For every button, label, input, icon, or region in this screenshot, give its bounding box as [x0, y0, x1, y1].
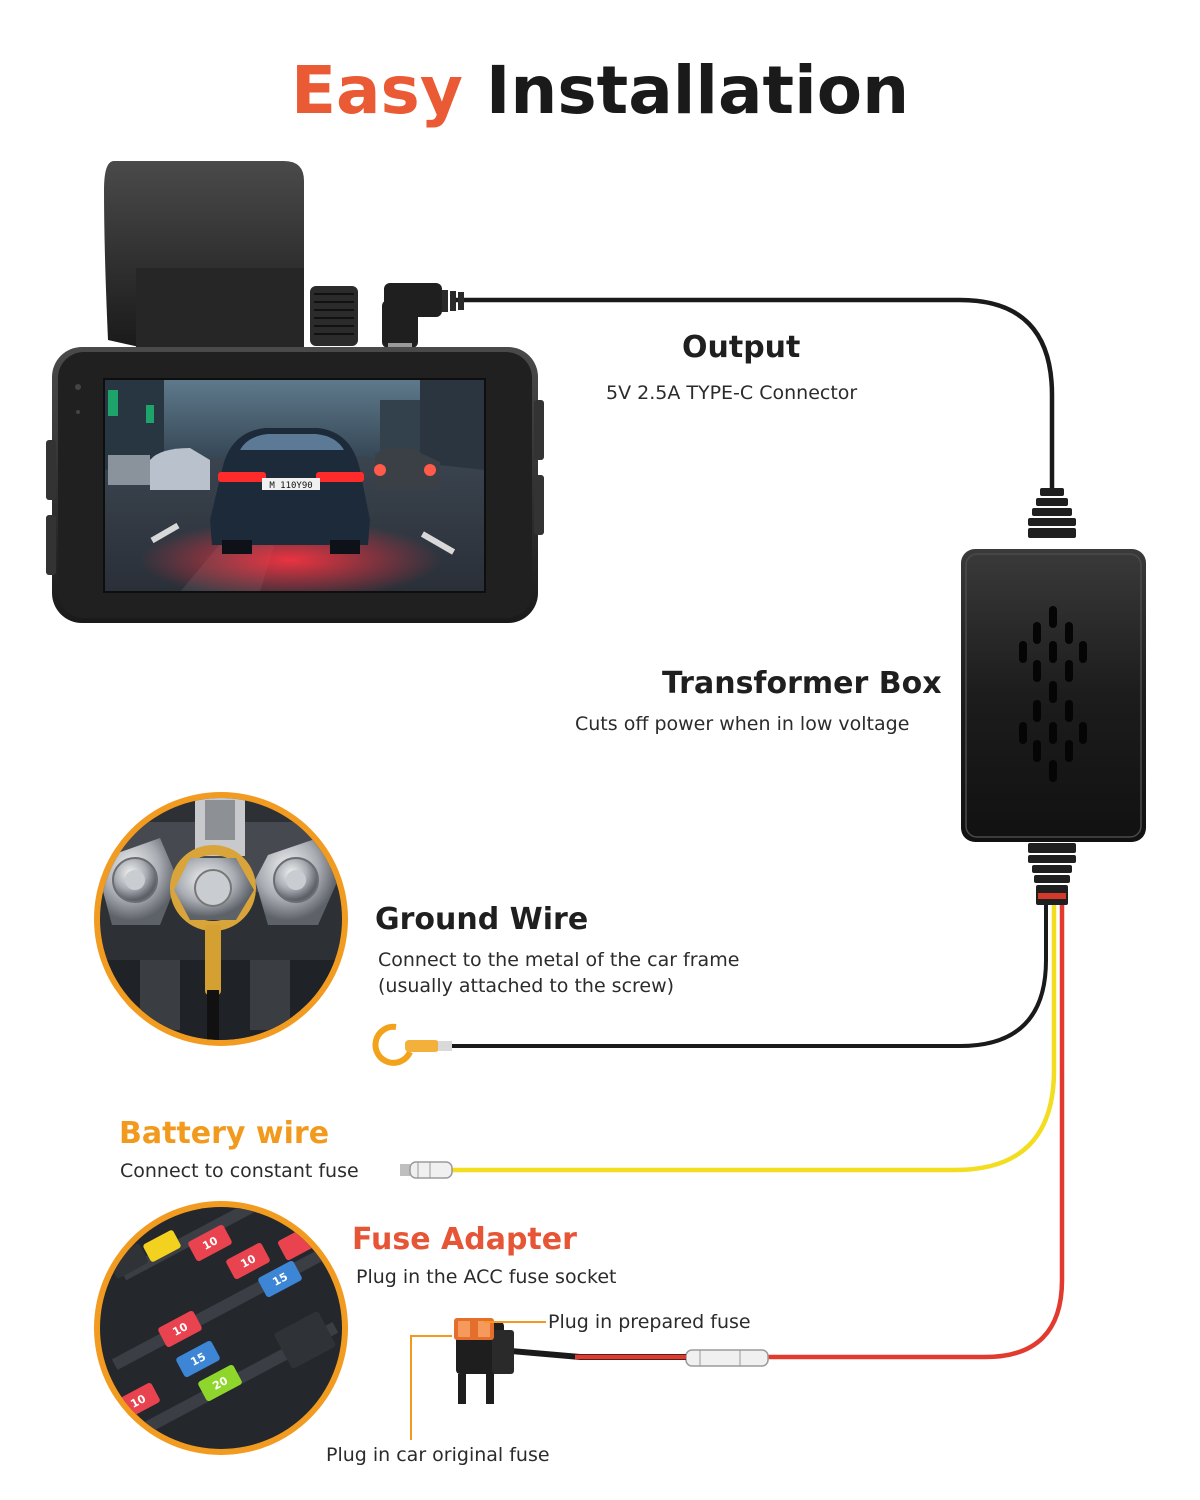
- fuse-label: 10: [170, 1320, 190, 1339]
- acc-wire: [768, 905, 1065, 1360]
- transformer-desc: Cuts off power when in low voltage: [575, 713, 910, 735]
- dashcam: M 110Y90: [46, 161, 544, 623]
- battery-terminal: [400, 1161, 453, 1179]
- fuse-label: 10: [200, 1234, 220, 1253]
- callout-prepared-fuse: Plug in prepared fuse: [548, 1311, 751, 1333]
- battery-desc: Connect to constant fuse: [120, 1160, 359, 1182]
- fuse-label: 15: [188, 1350, 208, 1369]
- fuse-adapter-label: Fuse Adapter: [352, 1222, 577, 1257]
- dashcam-screen: M 110Y90: [104, 379, 485, 592]
- ground-wire-photo: [94, 792, 348, 1046]
- transformer-box: [961, 488, 1146, 905]
- ground-desc-line1: Connect to the metal of the car frame: [378, 949, 740, 971]
- callout-line-original: [410, 1335, 452, 1440]
- fuse-box-photo: 10 10 15 10 15 20 10: [94, 1201, 348, 1455]
- ground-wire: [450, 905, 1048, 1048]
- callout-original-fuse: Plug in car original fuse: [326, 1444, 550, 1466]
- ground-desc-line2: (usually attached to the screw): [378, 975, 675, 997]
- battery-label: Battery wire: [119, 1116, 330, 1151]
- fuse-label: 10: [128, 1392, 148, 1411]
- title-accent: Easy: [290, 52, 463, 129]
- license-plate: M 110Y90: [269, 481, 312, 491]
- ground-label: Ground Wire: [375, 902, 589, 937]
- battery-wire: [452, 905, 1057, 1173]
- ground-ring-terminal: [372, 1023, 452, 1066]
- fuse-tap: [454, 1318, 769, 1404]
- title-rest: Installation: [485, 52, 910, 129]
- transformer-label: Transformer Box: [662, 666, 942, 701]
- vent-slots: [1019, 606, 1087, 782]
- fuse-label: 20: [210, 1374, 230, 1393]
- output-cable: [455, 297, 1055, 490]
- output-label: Output: [682, 330, 801, 365]
- fuse-label: 15: [270, 1270, 290, 1289]
- output-desc: 5V 2.5A TYPE-C Connector: [606, 382, 858, 404]
- fuse-label: 10: [238, 1252, 258, 1271]
- page-title: Easy Installation: [0, 52, 1200, 129]
- fuse-adapter-desc: Plug in the ACC fuse socket: [356, 1266, 617, 1288]
